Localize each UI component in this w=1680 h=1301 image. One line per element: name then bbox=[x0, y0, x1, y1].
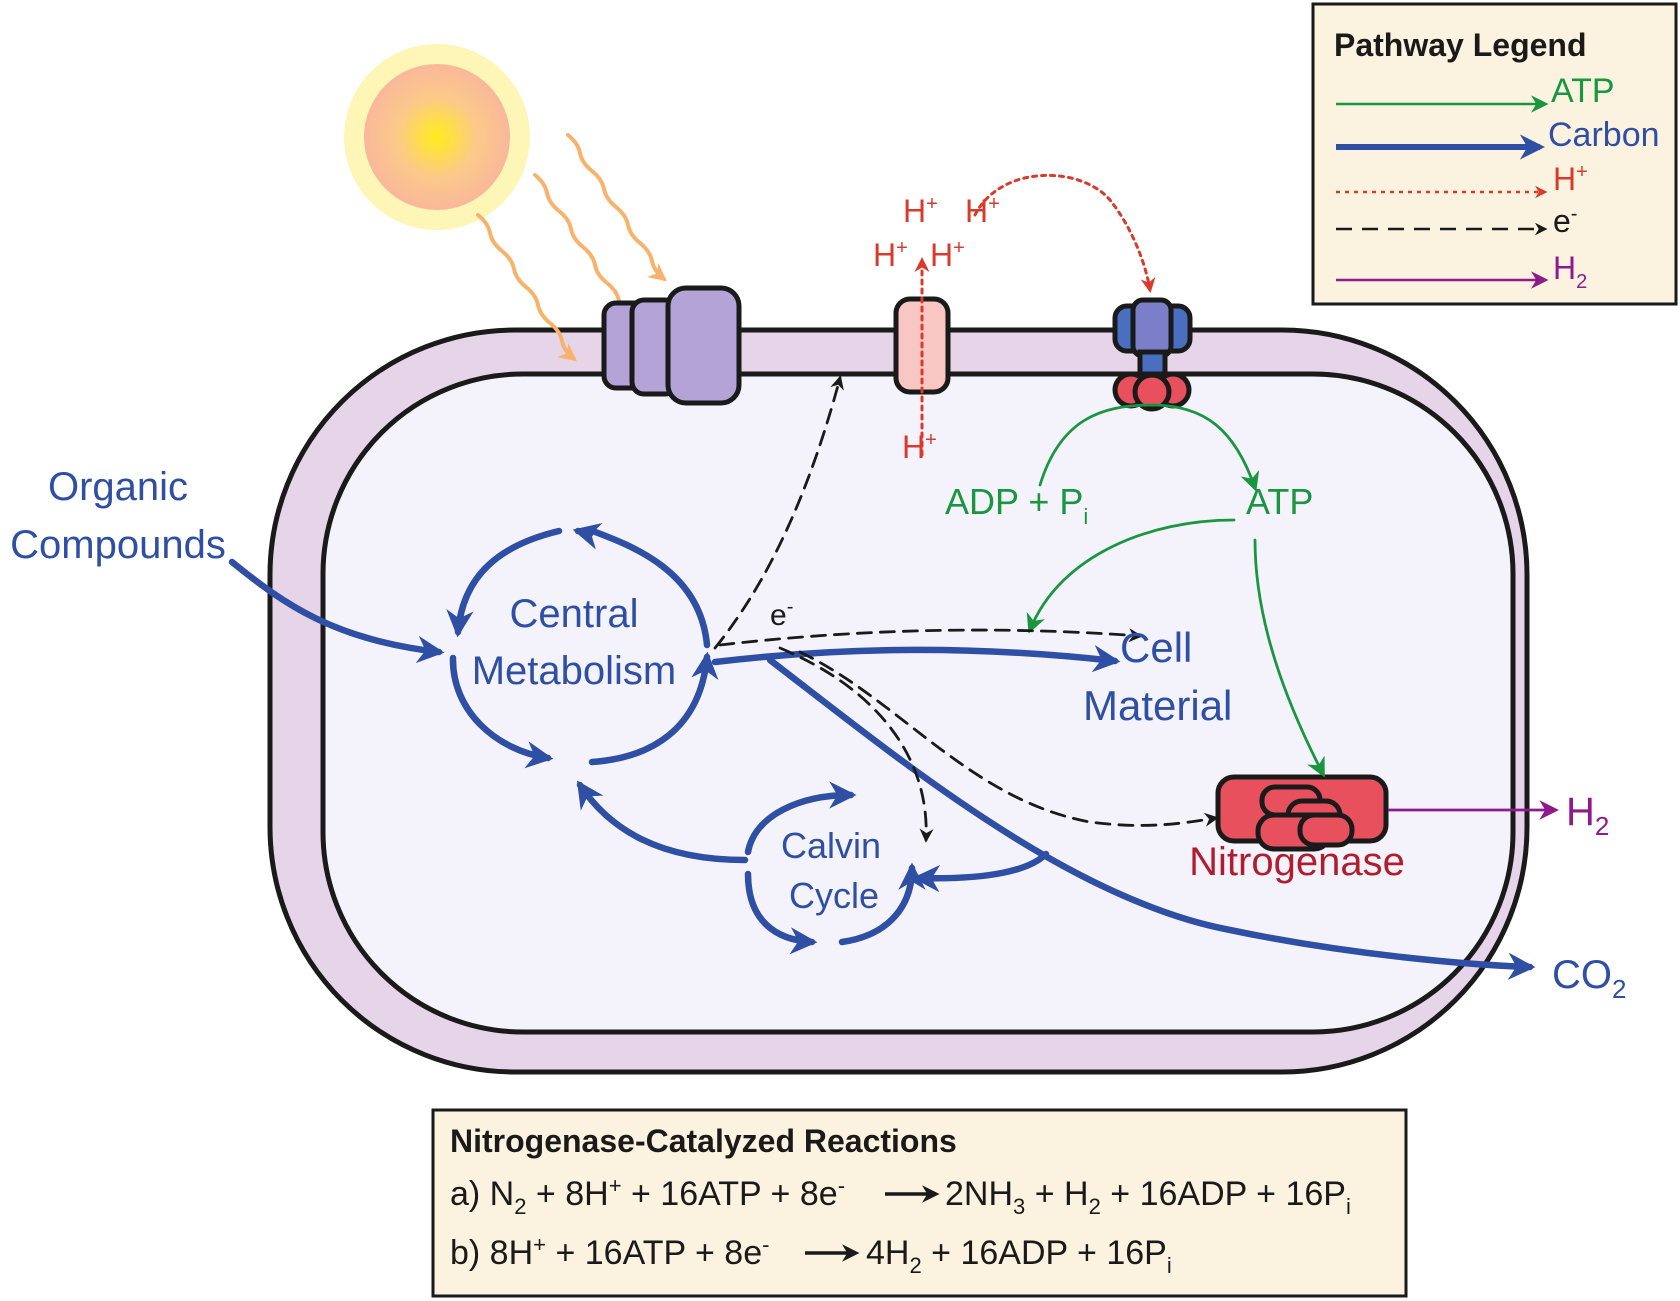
atp-to-nitrogenase-arrow bbox=[1253, 538, 1325, 778]
svg-text:b) 8H+ + 16ATP + 8e-: b) 8H+ + 16ATP + 8e- bbox=[450, 1232, 769, 1272]
co2-output-label: CO2 bbox=[1552, 953, 1626, 1004]
cell-material-label-line2: Material bbox=[1083, 682, 1232, 729]
proton-label: H+ bbox=[902, 429, 937, 465]
calvin-cycle-label-line1: Calvin bbox=[781, 825, 881, 866]
cytoplasm bbox=[320, 371, 1516, 1035]
electron-label: e- bbox=[770, 596, 793, 632]
svg-text:2NH3 + H2 + 16ADP + 16Pi: 2NH3 + H2 + 16ADP + 16Pi bbox=[945, 1175, 1351, 1219]
proton-label: H+ bbox=[965, 193, 1000, 229]
reaction-b: b) 8H+ + 16ATP + 8e- 4H2 + 16ADP + 16Pi bbox=[450, 1232, 1172, 1278]
atp-synthase-icon bbox=[1112, 297, 1193, 412]
electron-to-nitrogenase-arrow bbox=[798, 650, 1219, 827]
reactions-box-border bbox=[431, 1108, 1408, 1298]
legend-label-carbon: Carbon bbox=[1548, 116, 1660, 154]
proton-label: H+ bbox=[873, 237, 908, 273]
sun-icon bbox=[344, 44, 530, 230]
electron-pathways bbox=[713, 375, 1219, 843]
central-cycle-arc-left bbox=[446, 527, 563, 638]
legend-label-atp: ATP bbox=[1551, 72, 1615, 110]
central-metabolism-label-line2: Metabolism bbox=[472, 649, 677, 693]
calvin-arc-right bbox=[838, 862, 926, 946]
atp-synthesis-arrow bbox=[1038, 403, 1260, 492]
light-ray bbox=[533, 173, 630, 320]
atp-to-cell-material-arrow bbox=[1026, 518, 1236, 634]
pathway-legend: Pathway Legend ATP Carbon H+ e- H2 bbox=[1311, 2, 1678, 306]
legend-box bbox=[1311, 2, 1678, 306]
electron-to-calvin-arrow bbox=[778, 646, 934, 843]
cell-material-label-line1: Cell bbox=[1120, 624, 1192, 671]
reactions-title: Nitrogenase-Catalyzed Reactions bbox=[450, 1123, 957, 1159]
central-cycle-arc-bottomleft bbox=[449, 654, 554, 769]
organic-input-arrow bbox=[228, 558, 445, 664]
nitrogenase-label: Nitrogenase bbox=[1189, 840, 1405, 884]
calvin-arc-bottom bbox=[744, 870, 818, 955]
cell-material-arrow bbox=[711, 645, 1121, 673]
co2-output-arrow bbox=[766, 656, 1536, 980]
proton-label: H+ bbox=[903, 193, 938, 229]
svg-text:4H2 + 16ADP + 16Pi: 4H2 + 16ADP + 16Pi bbox=[866, 1234, 1172, 1278]
proton-return-arrow bbox=[973, 173, 1156, 293]
organic-label-line1: Organic bbox=[48, 465, 188, 509]
h2-output-label: H2 bbox=[1566, 790, 1609, 841]
light-ray bbox=[566, 133, 667, 282]
light-ray bbox=[476, 213, 577, 362]
nitrogenase-enzyme-icon bbox=[1215, 774, 1389, 852]
reaction-a: a) N2 + 8H+ + 16ATP + 8e- 2NH3 + H2 + 16… bbox=[450, 1173, 1351, 1219]
carbon-pathways bbox=[228, 523, 1536, 980]
electron-to-photosystem-arrow bbox=[713, 375, 844, 650]
calvin-arc-top bbox=[744, 781, 857, 856]
organic-label-line2: Compounds bbox=[10, 523, 226, 567]
legend-label-hydrogen: H2 bbox=[1553, 250, 1587, 293]
reactions-box: Nitrogenase-Catalyzed Reactions a) N2 + … bbox=[431, 1108, 1408, 1298]
central-metabolism-label-line1: Central bbox=[510, 592, 639, 636]
diagram-labels: Organic Compounds Central Metabolism Cel… bbox=[10, 193, 1626, 1004]
proton-label: H+ bbox=[930, 237, 965, 273]
adp-label: ADP + Pi bbox=[945, 481, 1088, 529]
calvin-cycle-label-line2: Cycle bbox=[789, 875, 879, 916]
co2-to-calvin-arrow bbox=[912, 850, 1050, 893]
atp-pathways bbox=[1026, 403, 1325, 778]
proton-pathways bbox=[914, 173, 1156, 457]
photosystem-icon bbox=[601, 285, 742, 406]
central-cycle-arc-right bbox=[588, 651, 719, 766]
legend-label-electron: e- bbox=[1553, 203, 1577, 239]
svg-text:a) N2 + 8H+ + 16ATP + 8e-: a) N2 + 8H+ + 16ATP + 8e- bbox=[450, 1173, 845, 1219]
legend-label-proton: H+ bbox=[1553, 161, 1588, 197]
central-cycle-arc-top bbox=[586, 526, 711, 649]
light-rays bbox=[476, 133, 667, 362]
calvin-to-central-arrow bbox=[576, 780, 749, 864]
atp-label: ATP bbox=[1246, 481, 1313, 522]
electron-to-cell-material-arrow bbox=[718, 628, 1143, 647]
central-cycle-arc-top-arrow bbox=[572, 523, 603, 550]
legend-title: Pathway Legend bbox=[1334, 27, 1587, 63]
